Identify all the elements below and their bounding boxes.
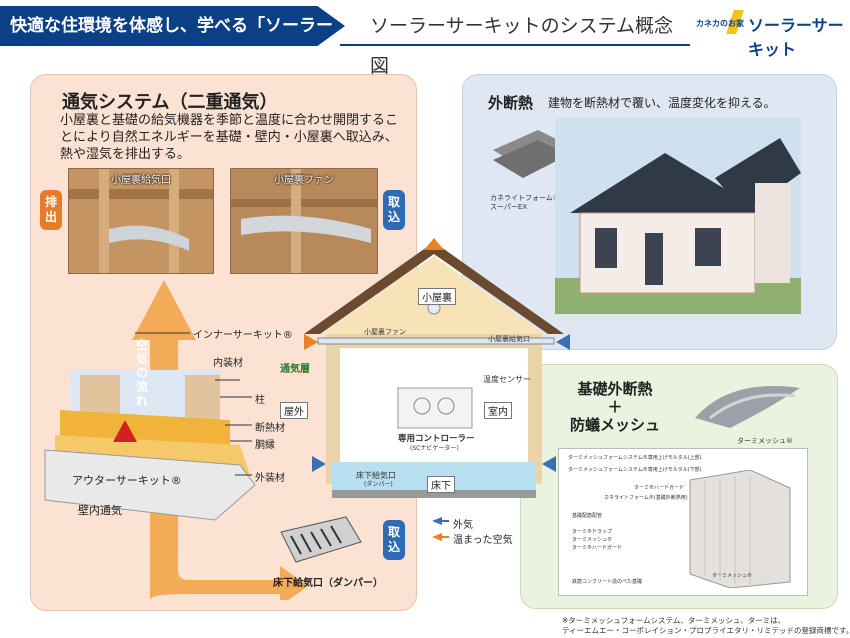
layer-interior-label: 内装材 — [213, 358, 243, 369]
outside-air-arrow-attic — [556, 334, 570, 350]
attic-fan-photo-caption: 小屋裏ファン — [274, 175, 334, 186]
controller-device — [397, 387, 473, 429]
exterior-siding — [44, 449, 256, 521]
floor-intake-sub-label: (ダンパー) — [364, 481, 393, 488]
brand-subtitle: カネカのお家 — [696, 19, 744, 28]
up-arrow-icon — [113, 420, 137, 442]
layer-furring-label: 胴縁 — [255, 440, 275, 451]
attic-intake-label: 小屋裏給気口 — [488, 335, 530, 343]
outside-label: 屋外 — [280, 402, 308, 419]
foundation-note-3: ターミ®ハードガード — [634, 485, 685, 491]
airflow-label: 空気の流れ — [136, 338, 149, 408]
foundation-note-2: ターミメッシュフォームシステム®専用上げモルタル(下部) — [568, 467, 702, 473]
insulation-description: 建物を断熱材で覆い、温度変化を抑える。 — [548, 96, 776, 110]
wall-section-diagram — [44, 280, 308, 600]
header-underline — [340, 44, 690, 46]
layer-pillar-label: 柱 — [255, 395, 265, 406]
foundation-note-9: 鉄筋コンクリート造のべた基礎 — [572, 579, 643, 585]
foundation-note-4: カネライトフォーム®(基礎外断熱用) — [604, 495, 688, 501]
foundation-title: 基礎外断熱 ＋ 防蟻メッシュ — [570, 380, 661, 434]
page-title: ソーラーサーキットのシステム概念図 — [370, 15, 674, 77]
legend-arrows — [432, 517, 449, 541]
footnote-line-2: ティーエムエー・コーポレイション・プロプライエタリ・リミテッドの登録商標です。 — [562, 626, 850, 635]
outer-circuit-label: アウターサーキット® — [72, 474, 182, 487]
attic-duct — [317, 337, 555, 345]
intake-badge-bottom: 取込 — [383, 520, 405, 560]
brand-logo: ソーラーサーキット — [748, 16, 844, 59]
attic-intake-photo-caption: 小屋裏給気口 — [111, 175, 171, 186]
footnote-line-1: ※ターミメッシュフォームシステム、ターミメッシュ、ターミは、 — [562, 616, 786, 625]
exhaust-badge: 排出 — [40, 190, 62, 230]
attic-label: 小屋裏 — [418, 288, 456, 305]
ventilation-description: 小屋裏と基礎の給気機器を季節と温度に合わせ開閉することにより自然エネルギーを基礎… — [60, 113, 399, 162]
legend-warm-air-icon — [432, 533, 442, 541]
mesh-photo — [695, 386, 800, 428]
insulation-product-label: カネライトフォーム® スーパーEX — [490, 194, 560, 211]
outside-air-arrow-right — [542, 456, 556, 472]
air-layer-label: 通気層 — [280, 364, 310, 375]
floor-damper-label: 床下給気口（ダンパー） — [273, 578, 383, 589]
inside-label: 室内 — [484, 402, 512, 419]
foundation-cross-section — [689, 470, 791, 588]
house-photo — [555, 118, 801, 314]
insulation-title: 外断熱 — [488, 94, 534, 112]
airflow-arrow — [132, 280, 308, 600]
foundation-note-7: ターミメッシュ® — [572, 537, 613, 543]
layer-siding-label: 外装材 — [255, 473, 285, 484]
warm-air-arrow-top — [424, 238, 444, 250]
underfloor-label: 床下 — [427, 476, 455, 493]
foundation-note-6: ターミ®ドラップ — [572, 529, 613, 535]
floor-damper-photo — [280, 516, 362, 563]
attic-intake-photo-art — [69, 169, 213, 273]
foundation-note-10: ターミメッシュ® — [712, 573, 753, 579]
legend-warm-air-label: 温まった空気 — [453, 535, 513, 546]
foundation-note-8: ターミ®ハードガード — [572, 545, 623, 551]
attic-fan-photo-art — [231, 169, 377, 273]
ventilation-title: 通気システム（二重通気） — [62, 92, 278, 113]
attic-intake-photo: 小屋裏給気口 — [68, 168, 214, 274]
legend-outside-air-icon — [432, 517, 442, 525]
outside-air-arrow-left — [312, 456, 326, 472]
inner-circuit-label: インナーサーキット® — [193, 330, 293, 341]
wall-vent-label: 壁内通気 — [78, 504, 122, 517]
foundation-note-5: 基礎配筋配管 — [572, 513, 603, 519]
controller-sub-label: (SCナビゲーター) — [410, 445, 459, 452]
warm-air-arrow-left — [304, 334, 318, 350]
mesh-caption: ターミメッシュ® — [737, 437, 793, 445]
header-tagline: 快適な住環境を体感し、学べる「ソーラーサーキット」 — [0, 6, 345, 46]
foundation-slab — [332, 490, 536, 498]
floor-intake-label: 床下給気口 — [356, 471, 396, 480]
legend-outside-air-label: 外気 — [453, 520, 473, 531]
insulation-board-image — [493, 130, 568, 178]
temp-sensor-label: 温度センサー — [483, 375, 531, 384]
intake-badge-top: 取込 — [383, 190, 405, 230]
attic-fan-photo: 小屋裏ファン — [230, 168, 378, 274]
controller-label: 専用コントローラー — [398, 434, 475, 444]
attic-fan-label: 小屋裏ファン — [364, 328, 406, 336]
foundation-note-1: ターミメッシュフォームシステム®専用上げモルタル(上部) — [568, 455, 702, 461]
layer-insulation-label: 断熱材 — [255, 423, 285, 434]
roof — [304, 242, 564, 334]
